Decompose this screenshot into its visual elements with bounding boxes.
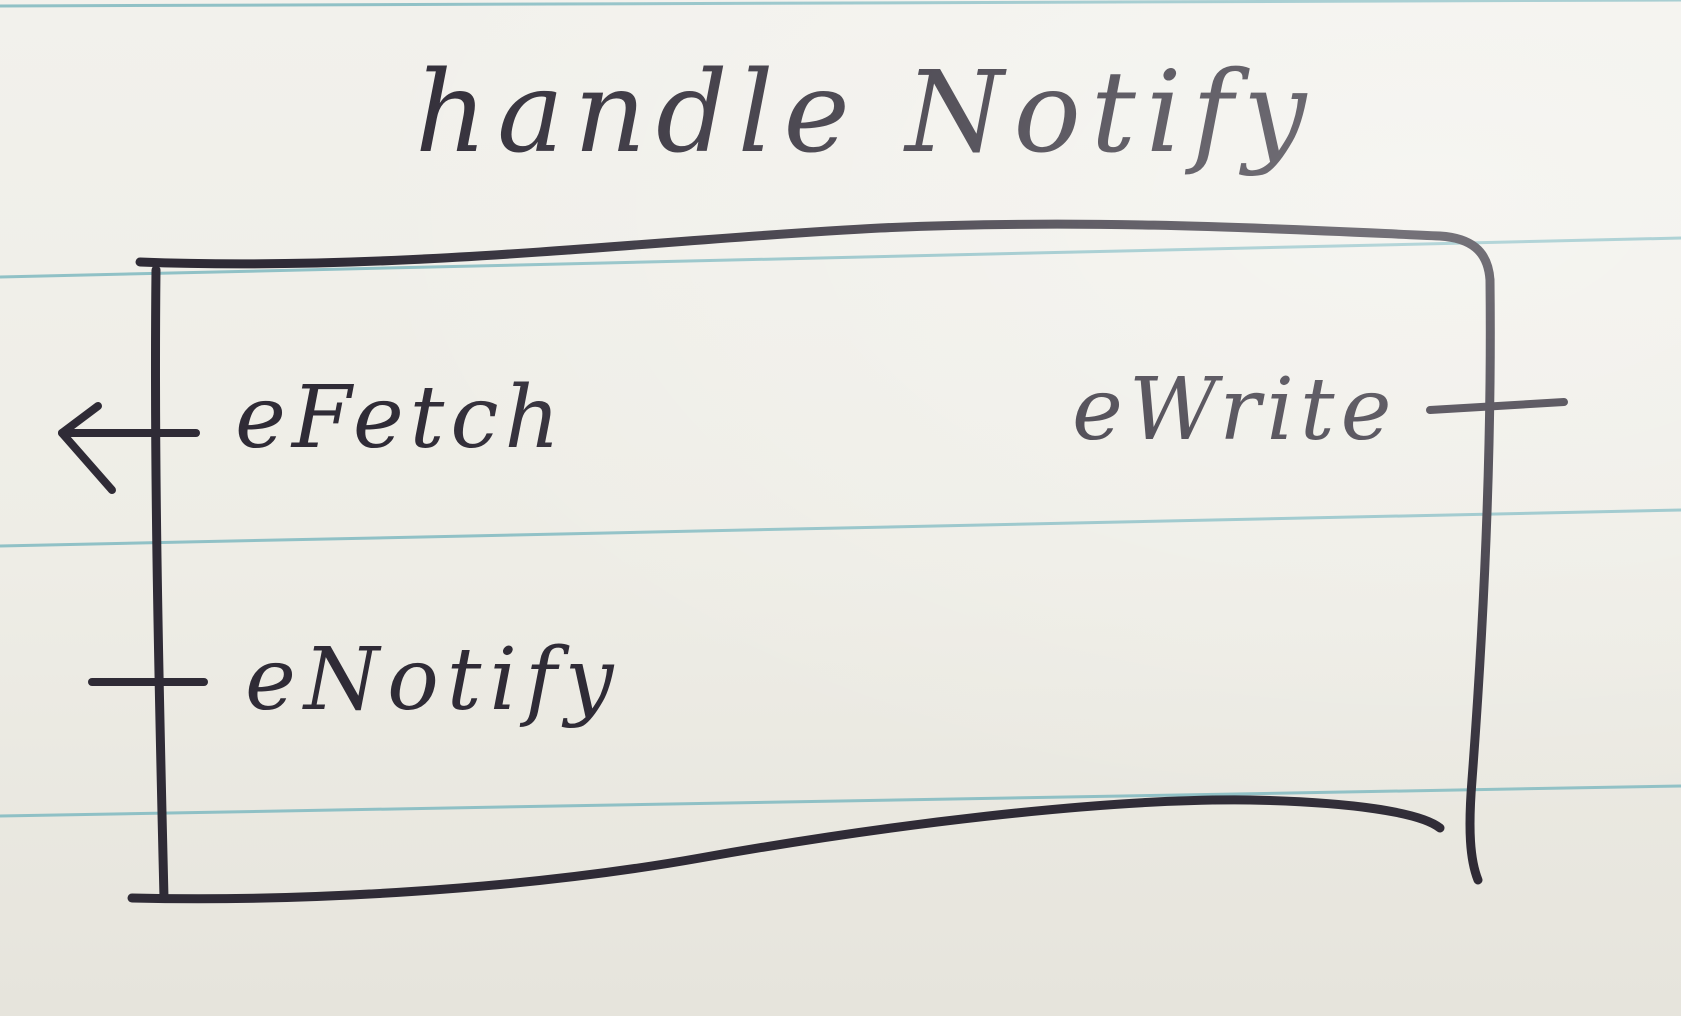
ewrite-stub [1426,398,1568,414]
rule-line [0,784,1681,818]
rule-line [0,508,1681,548]
diagram-title: handle Notify [415,48,1317,178]
rule-line [0,236,1681,279]
port-stubs [58,398,1568,686]
ruled-lines [0,0,1681,818]
box-top-edge [135,219,1495,285]
box-bottom-edge [127,795,1445,904]
efetch-arrowhead-icon [58,402,116,494]
rule-line [0,0,1681,8]
port-label-ewrite: eWrite [1072,360,1398,460]
block-box [127,219,1495,904]
box-left-edge [150,265,169,903]
port-label-enotify: eNotify [245,630,622,730]
box-right-edge [1465,275,1495,885]
port-label-efetch: eFetch [235,368,566,468]
